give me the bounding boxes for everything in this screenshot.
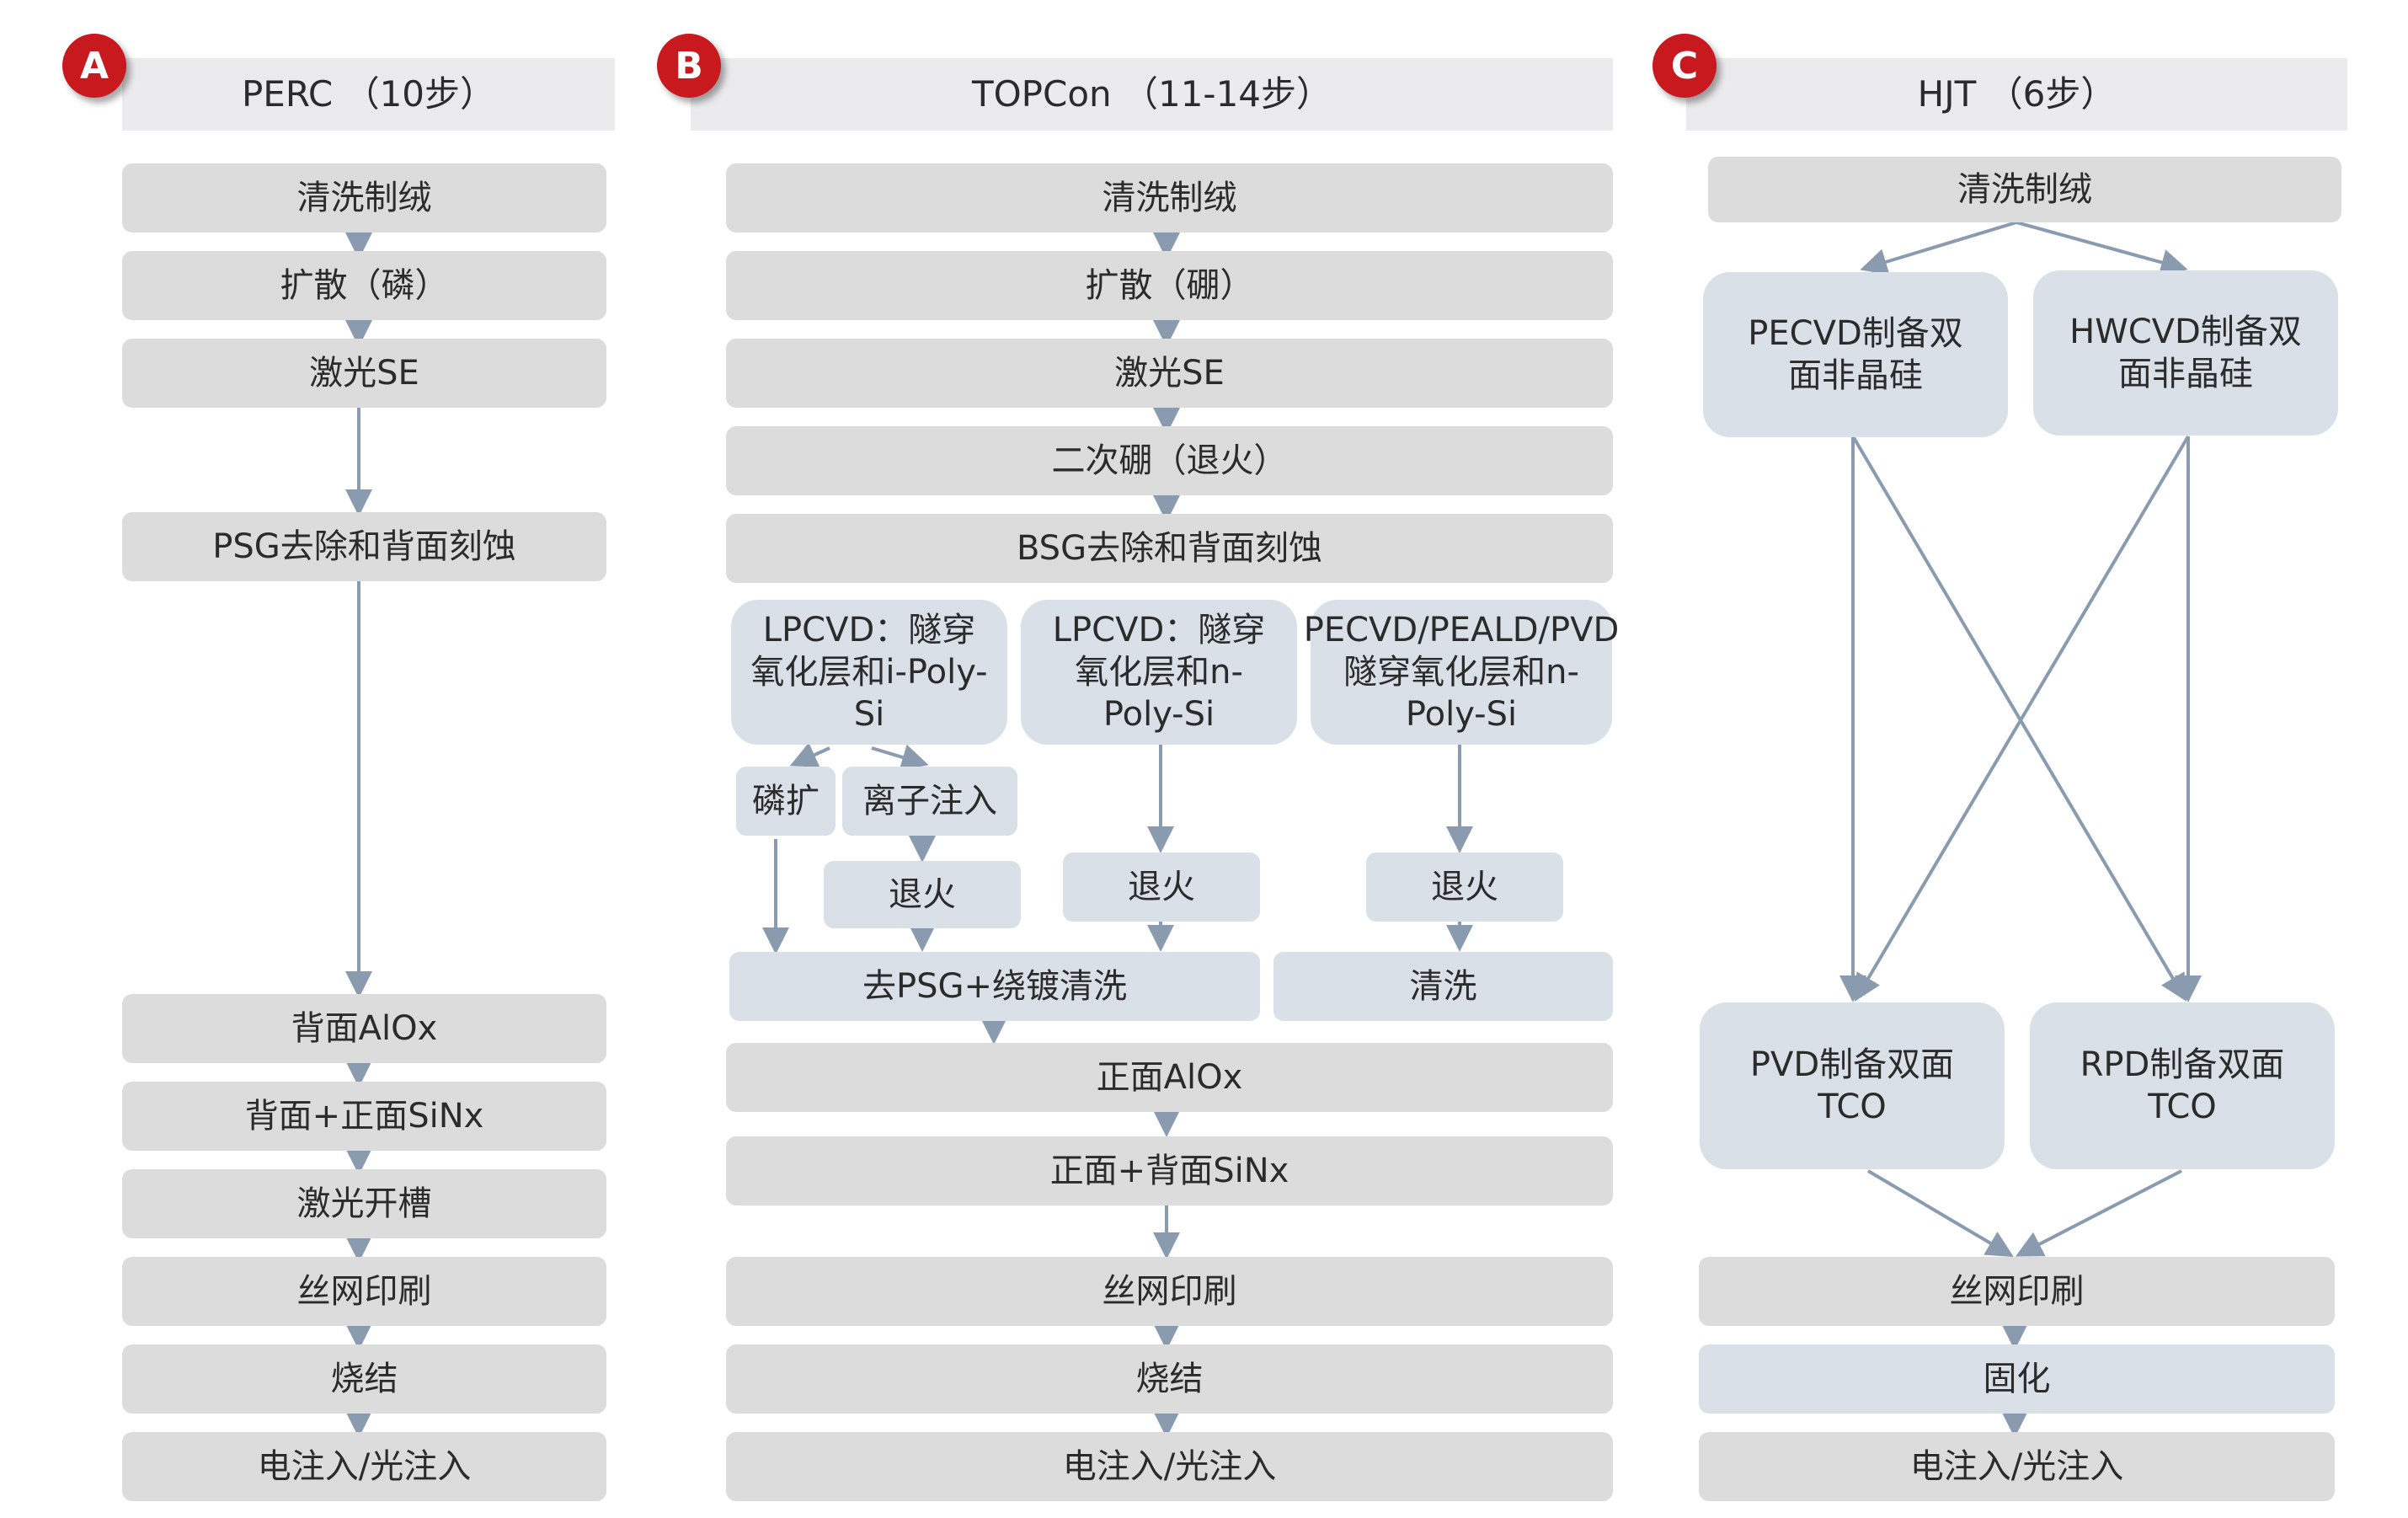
perc-step: 丝网印刷	[122, 1257, 606, 1326]
perc-step: 激光开槽	[122, 1169, 606, 1238]
branch-lpcvd-i-poly: LPCVD：隧穿氧化层和i-Poly-Si	[731, 600, 1007, 745]
pvd-tco: PVD制备双面TCO	[1700, 1002, 2005, 1169]
anneal-branch-1: 退火	[824, 861, 1021, 928]
perc-step: 背面AlOx	[122, 994, 606, 1063]
hwcvd-amorphous-silicon: HWCVD制备双面非晶硅	[2033, 270, 2338, 436]
anneal-branch-3: 退火	[1366, 853, 1563, 922]
phosphorus-diffusion: 磷扩	[736, 767, 836, 836]
topcon-step: 激光SE	[726, 339, 1613, 408]
perc-step: 烧结	[122, 1344, 606, 1414]
ion-implantation: 离子注入	[842, 767, 1017, 836]
panel-c-badge: C	[1652, 34, 1717, 98]
psg-wraparound-clean: 去PSG+绕镀清洗	[729, 952, 1260, 1021]
branch-lpcvd-n-poly: LPCVD：隧穿氧化层和n-Poly-Si	[1021, 600, 1297, 745]
clean-branch-3: 清洗	[1273, 952, 1613, 1021]
topcon-step: 清洗制绒	[726, 163, 1613, 233]
topcon-step: 烧结	[726, 1344, 1613, 1414]
panel-c-title: HJT （6步）	[1686, 58, 2347, 131]
topcon-step: 正面+背面SiNx	[726, 1136, 1613, 1205]
perc-step: 清洗制绒	[122, 163, 606, 233]
anneal-branch-2: 退火	[1063, 853, 1260, 922]
perc-step: 扩散（磷）	[122, 251, 606, 320]
topcon-step: 扩散（硼）	[726, 251, 1613, 320]
perc-step: 电注入/光注入	[122, 1432, 606, 1501]
pecvd-amorphous-silicon: PECVD制备双面非晶硅	[1703, 272, 2008, 437]
perc-step: 背面+正面SiNx	[122, 1082, 606, 1151]
topcon-step: 二次硼（退火）	[726, 426, 1613, 495]
perc-step: 激光SE	[122, 339, 606, 408]
perc-step: PSG去除和背面刻蚀	[122, 512, 606, 581]
topcon-step: 丝网印刷	[726, 1257, 1613, 1326]
panel-a-title: PERC （10步）	[122, 58, 615, 131]
topcon-step: 正面AlOx	[726, 1043, 1613, 1112]
branch-pecvd-peald: PECVD/PEALD/PVD隧穿氧化层和n-Poly-Si	[1304, 600, 1619, 745]
panel-b-badge: B	[657, 34, 721, 98]
hjt-step: 电注入/光注入	[1699, 1432, 2335, 1501]
panel-b-title: TOPCon （11-14步）	[691, 58, 1613, 131]
panel-a-badge: A	[62, 34, 126, 98]
rpd-tco: RPD制备双面TCO	[2030, 1002, 2335, 1169]
hjt-step: 固化	[1699, 1344, 2335, 1414]
topcon-step: BSG去除和背面刻蚀	[726, 514, 1613, 583]
hjt-step: 清洗制绒	[1708, 157, 2341, 222]
topcon-step: 电注入/光注入	[726, 1432, 1613, 1501]
hjt-step: 丝网印刷	[1699, 1257, 2335, 1326]
